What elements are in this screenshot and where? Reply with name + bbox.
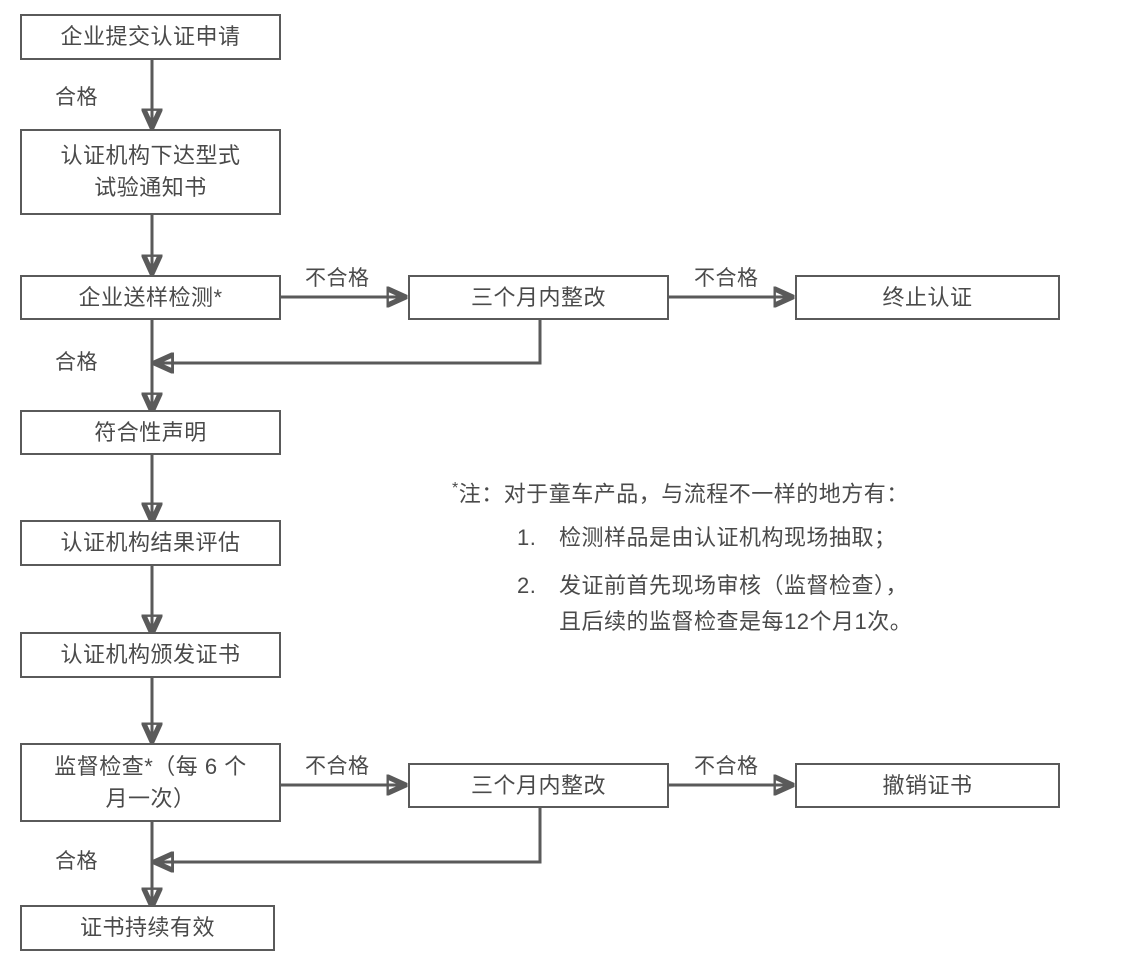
- note-asterisk: *: [452, 480, 459, 497]
- node-revoke[interactable]: 撤销证书: [795, 763, 1060, 808]
- note-item-2-continuation: 且后续的监督检查是每12个月1次。: [517, 611, 912, 633]
- node-rectify-bottom[interactable]: 三个月内整改: [408, 763, 669, 808]
- node-apply[interactable]: 企业提交认证申请: [20, 14, 281, 60]
- edge-label-fail-3: 不合格: [305, 755, 370, 778]
- note-item-2-continuation-text: 且后续的监督检查是每12个月1次。: [559, 609, 913, 634]
- edge-label-fail-1: 不合格: [305, 267, 370, 290]
- node-terminate[interactable]: 终止认证: [795, 275, 1060, 320]
- node-evaluation[interactable]: 认证机构结果评估: [20, 520, 281, 566]
- edge-label-pass-2: 合格: [55, 351, 98, 374]
- note-item-1-number: 1.: [517, 525, 537, 550]
- node-declaration[interactable]: 符合性声明: [20, 410, 281, 455]
- node-notice[interactable]: 认证机构下达型式 试验通知书: [20, 129, 281, 215]
- note-item-1-text: 检测样品是由认证机构现场抽取；: [559, 525, 897, 550]
- note-item-2-number: 2.: [517, 573, 537, 598]
- node-valid-cert[interactable]: 证书持续有效: [20, 905, 275, 951]
- edge-label-pass-1: 合格: [55, 86, 98, 109]
- note-heading: *注：对于童车产品，与流程不一样的地方有：: [452, 481, 909, 505]
- edge-label-fail-2: 不合格: [694, 267, 759, 290]
- note-item-2: 2. 发证前首先现场审核（监督检查），: [517, 575, 908, 597]
- node-sample-test[interactable]: 企业送样检测*: [20, 275, 281, 320]
- note-heading-text: 注：对于童车产品，与流程不一样的地方有：: [458, 481, 909, 507]
- note-item-1: 1. 检测样品是由认证机构现场抽取；: [517, 527, 897, 549]
- node-rectify-top[interactable]: 三个月内整改: [408, 275, 669, 320]
- edge-label-fail-4: 不合格: [694, 755, 759, 778]
- note-item-2-text: 发证前首先现场审核（监督检查），: [559, 573, 909, 598]
- edge-label-pass-3: 合格: [55, 850, 98, 873]
- node-issue-cert[interactable]: 认证机构颁发证书: [20, 632, 281, 678]
- node-supervision[interactable]: 监督检查*（每 6 个 月一次）: [20, 743, 281, 822]
